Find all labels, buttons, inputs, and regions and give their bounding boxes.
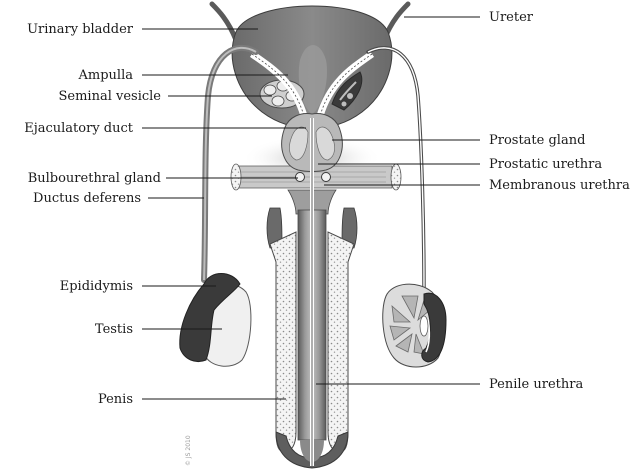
labels: Urinary bladder Ureter Ampulla Seminal v… bbox=[24, 10, 630, 466]
label-epididymis: Epididymis bbox=[60, 279, 133, 294]
label-prostatic-urethra: Prostatic urethra bbox=[489, 157, 602, 172]
right-seminal-vesicle bbox=[331, 71, 363, 111]
rete-testis bbox=[419, 315, 429, 337]
right-bulbourethral-gland bbox=[321, 172, 331, 182]
label-ejaculatory-duct: Ejaculatory duct bbox=[24, 121, 134, 136]
artist-credit: © JS 2010 bbox=[185, 435, 192, 466]
label-testis: Testis bbox=[95, 322, 133, 337]
right-epididymis-duct bbox=[425, 319, 431, 353]
leader-lines bbox=[142, 16, 480, 400]
left-bulbourethral-gland bbox=[295, 172, 305, 182]
glans-penis bbox=[275, 431, 349, 469]
left-epididymis bbox=[179, 273, 241, 362]
label-membranous-urethra: Membranous urethra bbox=[489, 178, 630, 193]
label-penis: Penis bbox=[98, 392, 133, 407]
label-seminal-vesicle: Seminal vesicle bbox=[59, 89, 162, 104]
anatomy-drawing bbox=[179, 1, 447, 469]
label-ureter: Ureter bbox=[489, 10, 534, 25]
label-ductus-deferens: Ductus deferens bbox=[33, 191, 141, 206]
left-ampulla-outline bbox=[251, 53, 305, 117]
label-urinary-bladder: Urinary bladder bbox=[27, 22, 134, 37]
left-ureter bbox=[209, 1, 239, 43]
label-bulbourethral-gland: Bulbourethral gland bbox=[28, 171, 161, 186]
left-corpus-cavernosum bbox=[269, 231, 297, 453]
left-ductus-deferens-highlight bbox=[203, 46, 257, 281]
right-corpus-cavernosum bbox=[327, 231, 355, 453]
bladder-inner-lumen bbox=[298, 45, 328, 114]
label-ampulla: Ampulla bbox=[78, 68, 134, 83]
left-diaphragm-end bbox=[230, 163, 242, 191]
label-penile-urethra: Penile urethra bbox=[489, 377, 583, 392]
prostate-lobes bbox=[289, 126, 335, 161]
right-diaphragm-end bbox=[390, 163, 402, 191]
right-ampulla-outline bbox=[319, 53, 373, 117]
label-prostate-gland: Prostate gland bbox=[489, 133, 585, 148]
